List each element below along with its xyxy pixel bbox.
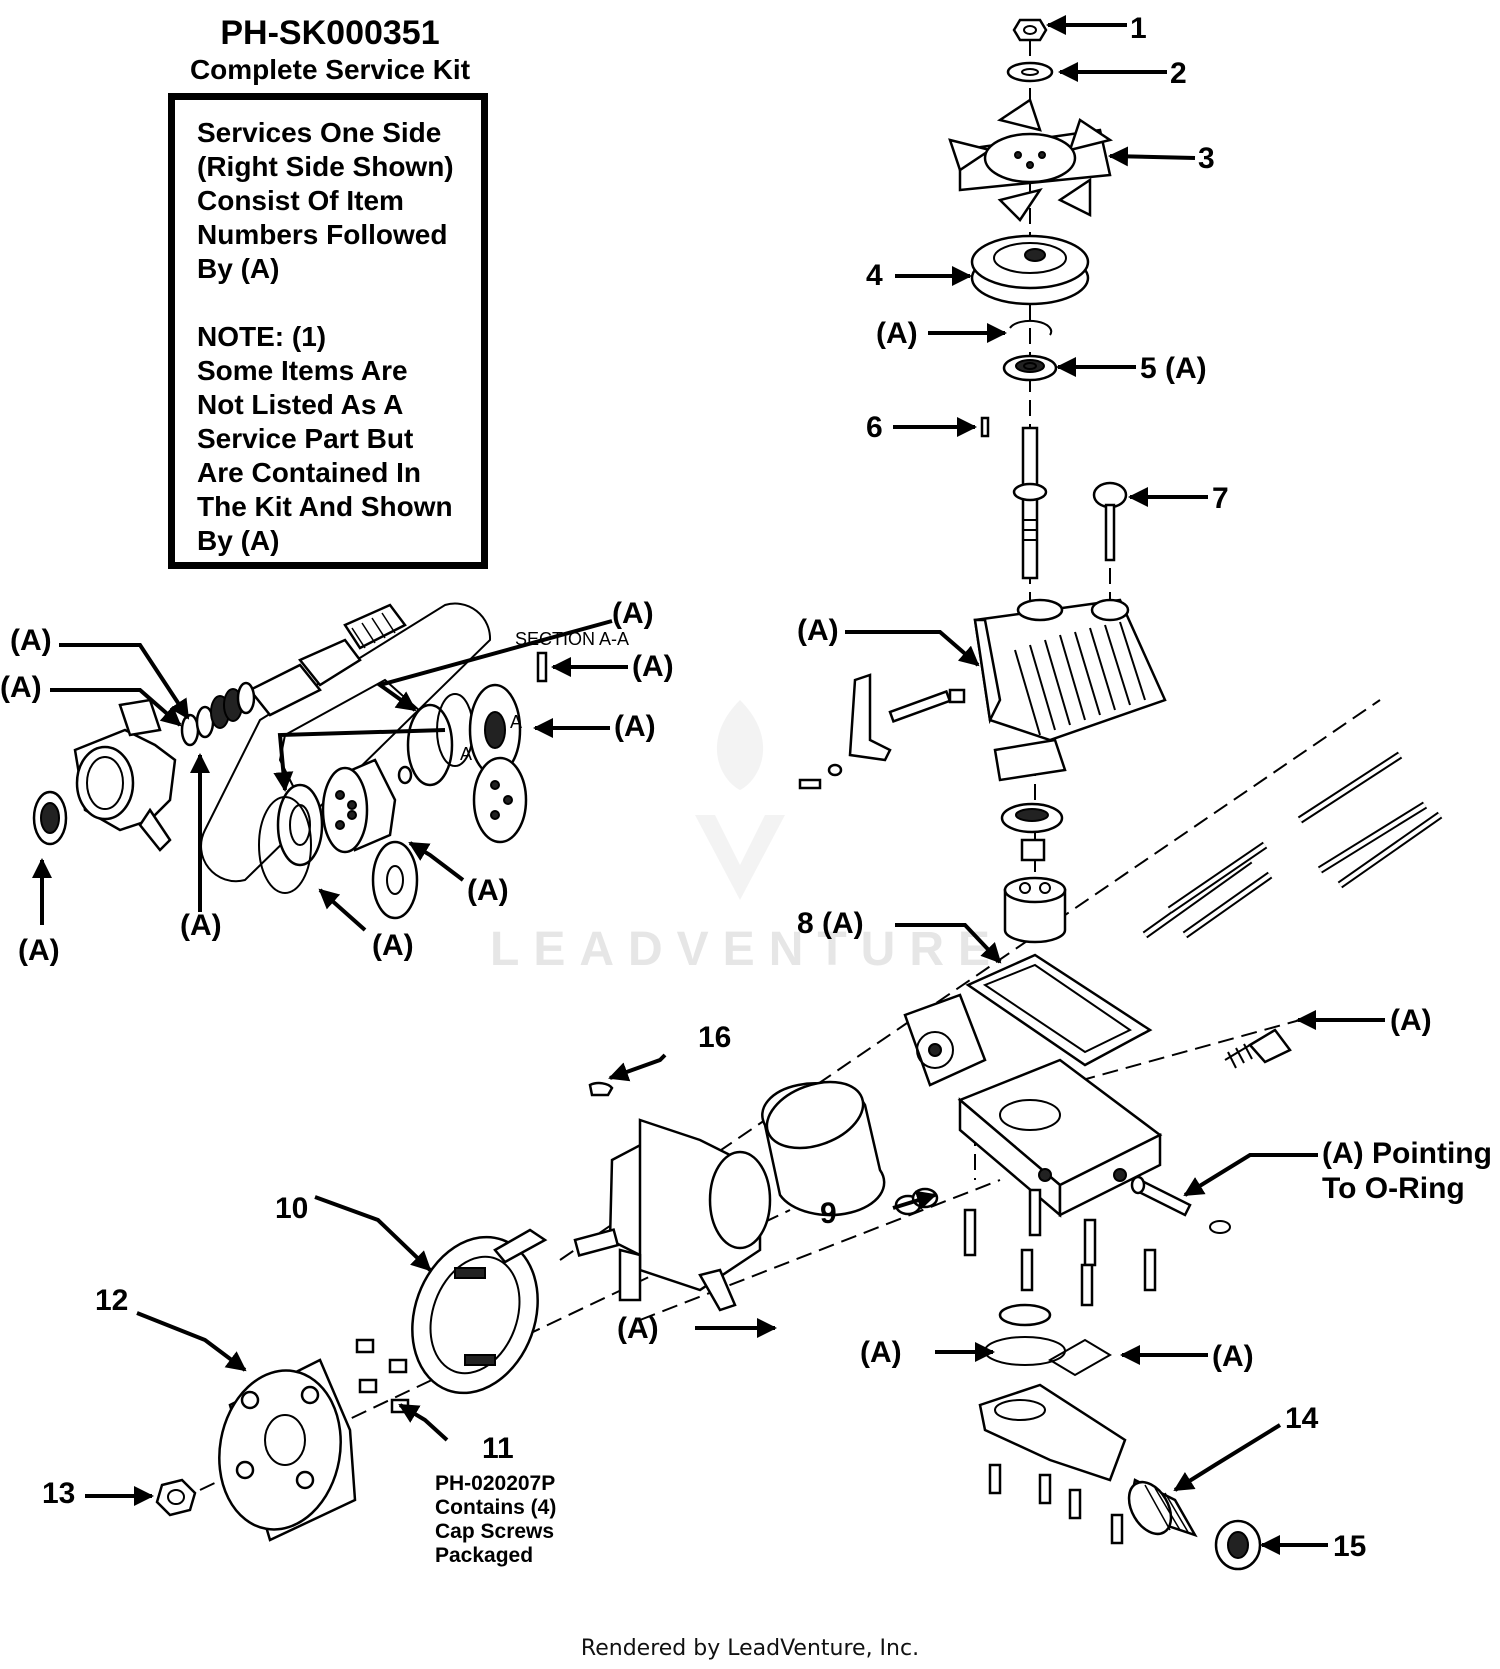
vent-plug-part (1092, 481, 1128, 562)
leader-arrows (32, 15, 1385, 1555)
nut-part (1012, 18, 1048, 42)
input-shaft-part (1012, 426, 1048, 580)
small-washer-part (397, 765, 413, 785)
section-mark-a-1: A (460, 744, 472, 764)
filter-housing-part (978, 1383, 1127, 1545)
wheel-hub-part (218, 1358, 357, 1542)
screw-pack-line-2: Cap Screws (435, 1520, 554, 1543)
washer-part (1006, 61, 1054, 83)
callout-a-left-plate: (A) (372, 929, 414, 962)
lug-nut-part (155, 1478, 197, 1517)
callout-a-left-1: (A) (10, 624, 52, 657)
label-section-a-a: SECTION A-A (515, 629, 629, 649)
callout-11: 11 (482, 1432, 514, 1465)
cap-screws-part (355, 1338, 410, 1414)
callout-a-left-seal: (A) (18, 934, 60, 967)
left-output-shaft-part (248, 603, 407, 717)
callout-9: 9 (820, 1197, 837, 1230)
housing-screws-part (963, 1188, 1157, 1307)
motor-cylinder-part (321, 758, 397, 854)
callout-16: 16 (698, 1021, 731, 1054)
callout-8: 8 (A) (797, 907, 864, 940)
callout-a-ring: (A) (876, 317, 918, 350)
callout-a-gasket: (A) (1212, 1340, 1254, 1373)
kit-description: Services One Side (Right Side Shown) Con… (197, 117, 454, 284)
oil-filter-part (1127, 1478, 1198, 1538)
left-seal-part (32, 790, 68, 846)
kit-part-number: PH-SK000351 (220, 14, 440, 52)
pulley-part (970, 234, 1090, 306)
callout-6: 6 (866, 411, 883, 444)
callout-12: 12 (95, 1284, 128, 1317)
footer-credit: Rendered by LeadVenture, Inc. (580, 1636, 920, 1661)
key-part (980, 416, 990, 438)
kit-info-box: Services One Side (Right Side Shown) Con… (168, 93, 488, 569)
callout-4: 4 (866, 259, 883, 292)
center-housing-part (903, 993, 1163, 1218)
callout-a-section-pin: (A) (632, 650, 674, 683)
swashplate-part (993, 738, 1067, 944)
callout-7: 7 (1212, 482, 1229, 515)
callout-2: 2 (1170, 57, 1187, 90)
callout-a-section-plate: (A) (614, 710, 656, 743)
valve-plates-part (258, 683, 528, 920)
callout-13: 13 (42, 1477, 75, 1510)
left-axle-housing-part (73, 698, 177, 852)
control-arm-part (798, 673, 966, 790)
axle-housing-part (573, 1118, 772, 1312)
filter-cap-part (1214, 1519, 1262, 1571)
callout-a-valve: (A) (617, 1312, 659, 1345)
kit-title: Complete Service Kit (189, 54, 471, 85)
callout-14: 14 (1285, 1402, 1319, 1435)
callout-3: 3 (1198, 142, 1215, 175)
section-mark-a-2: A (510, 712, 522, 732)
bearing-part (1002, 354, 1058, 382)
woodruff-key-part (588, 1081, 614, 1097)
callout-a-left-2: (A) (0, 671, 42, 704)
retaining-ring-part (1009, 319, 1053, 336)
screw-pack-line-1: Contains (4) (435, 1496, 556, 1519)
bypass-valve-part (1130, 1175, 1231, 1234)
callout-1: 1 (1130, 12, 1147, 45)
callout-a-oring-2: To O-Ring (1322, 1172, 1465, 1205)
callout-a-left-shaft: (A) (180, 909, 222, 942)
fan-part (948, 98, 1114, 222)
shaft-seal-rings-part (180, 681, 256, 747)
screw-pack-line-3: Packaged (435, 1544, 533, 1567)
housing-bolts-part (1142, 751, 1443, 939)
callout-a-oring-1: (A) Pointing (1322, 1137, 1492, 1170)
screw-pack-part-number: PH-020207P (435, 1472, 555, 1495)
kit-note: NOTE: (1) Some Items Are Not Listed As A… (197, 321, 453, 556)
motor-part (761, 1080, 886, 1217)
gasket-part (965, 953, 1153, 1067)
watermark-text: LEADVENTURE (490, 923, 1004, 976)
callout-10: 10 (275, 1192, 308, 1225)
callout-a-relief: (A) (1390, 1004, 1432, 1037)
callout-a-housing: (A) (797, 614, 839, 647)
callout-a-section-top: (A) (612, 597, 654, 630)
upper-housing-part (973, 598, 1167, 742)
brake-assembly-part (411, 1228, 548, 1395)
callout-5: 5 (A) (1140, 352, 1207, 385)
watermark-logo (695, 700, 785, 900)
callout-15: 15 (1333, 1530, 1366, 1563)
section-pin-part (536, 651, 548, 683)
relief-valve-part (1224, 1028, 1292, 1069)
callout-a-left-cylinder: (A) (467, 874, 509, 907)
charge-pump-part (984, 1303, 1112, 1377)
callout-a-oring-round: (A) (860, 1336, 902, 1369)
